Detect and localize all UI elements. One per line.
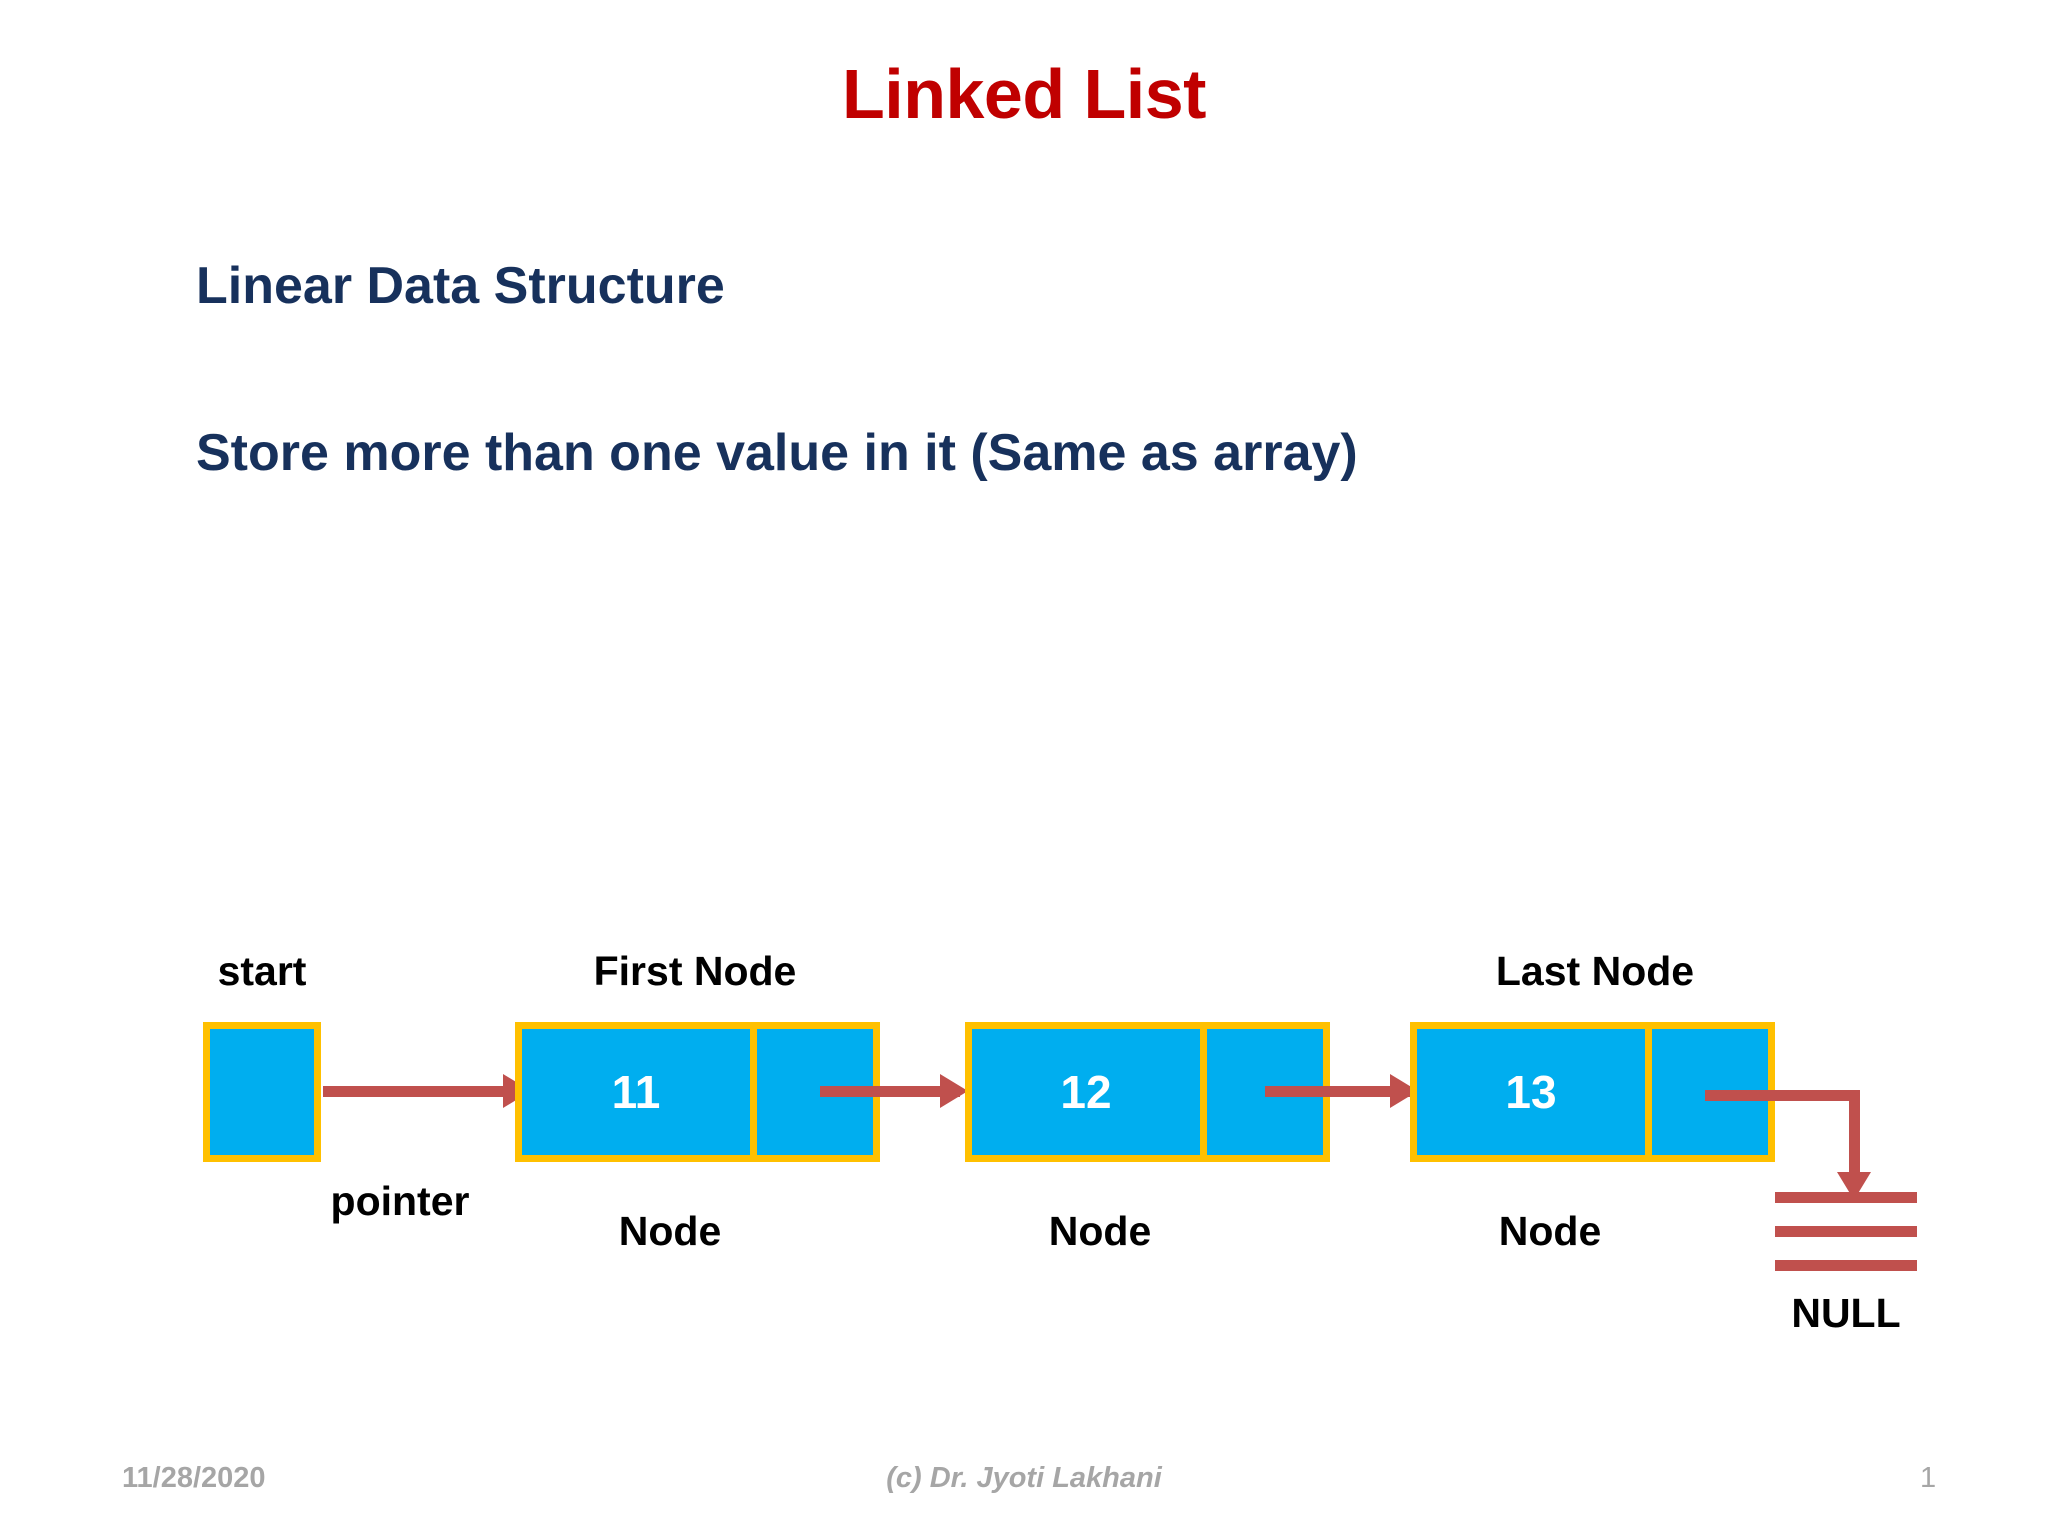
arrow-start-to-node-1-line — [323, 1086, 503, 1097]
arrow-node-1-to-node-2-line — [820, 1086, 960, 1097]
label-first-node: First Node — [593, 948, 797, 994]
arrow-node-3-to-null-horizontal — [1705, 1090, 1860, 1101]
start-pointer-box — [203, 1022, 321, 1162]
label-node-1: Node — [618, 1208, 722, 1254]
node-3-value: 13 — [1417, 1029, 1645, 1155]
footer-page-number: 1 — [1920, 1462, 1937, 1494]
footer-copyright: (c) Dr. Jyoti Lakhani — [886, 1462, 1162, 1494]
arrow-node-2-to-node-3-line — [1265, 1086, 1410, 1097]
list-node-1: 11 — [515, 1022, 880, 1162]
label-start: start — [217, 948, 307, 994]
bullet-store-more-than-one-value: Store more than one value in it (Same as… — [196, 424, 1358, 482]
null-ground-line-3 — [1775, 1260, 1917, 1271]
page-title: Linked List — [842, 55, 1206, 133]
label-node-3: Node — [1498, 1208, 1602, 1254]
list-node-3: 13 — [1410, 1022, 1775, 1162]
arrow-node-1-to-node-2-head — [940, 1074, 968, 1108]
null-ground-line-2 — [1775, 1226, 1917, 1237]
arrow-node-3-to-null-vertical — [1849, 1090, 1860, 1178]
label-null: NULL — [1791, 1290, 1901, 1336]
null-ground-line-1 — [1775, 1192, 1917, 1203]
label-last-node: Last Node — [1495, 948, 1695, 994]
label-node-2: Node — [1048, 1208, 1152, 1254]
node-1-value: 11 — [522, 1029, 750, 1155]
footer-date: 11/28/2020 — [122, 1462, 266, 1494]
label-pointer: pointer — [330, 1178, 470, 1224]
node-2-value: 12 — [972, 1029, 1200, 1155]
bullet-linear-data-structure: Linear Data Structure — [196, 257, 725, 315]
